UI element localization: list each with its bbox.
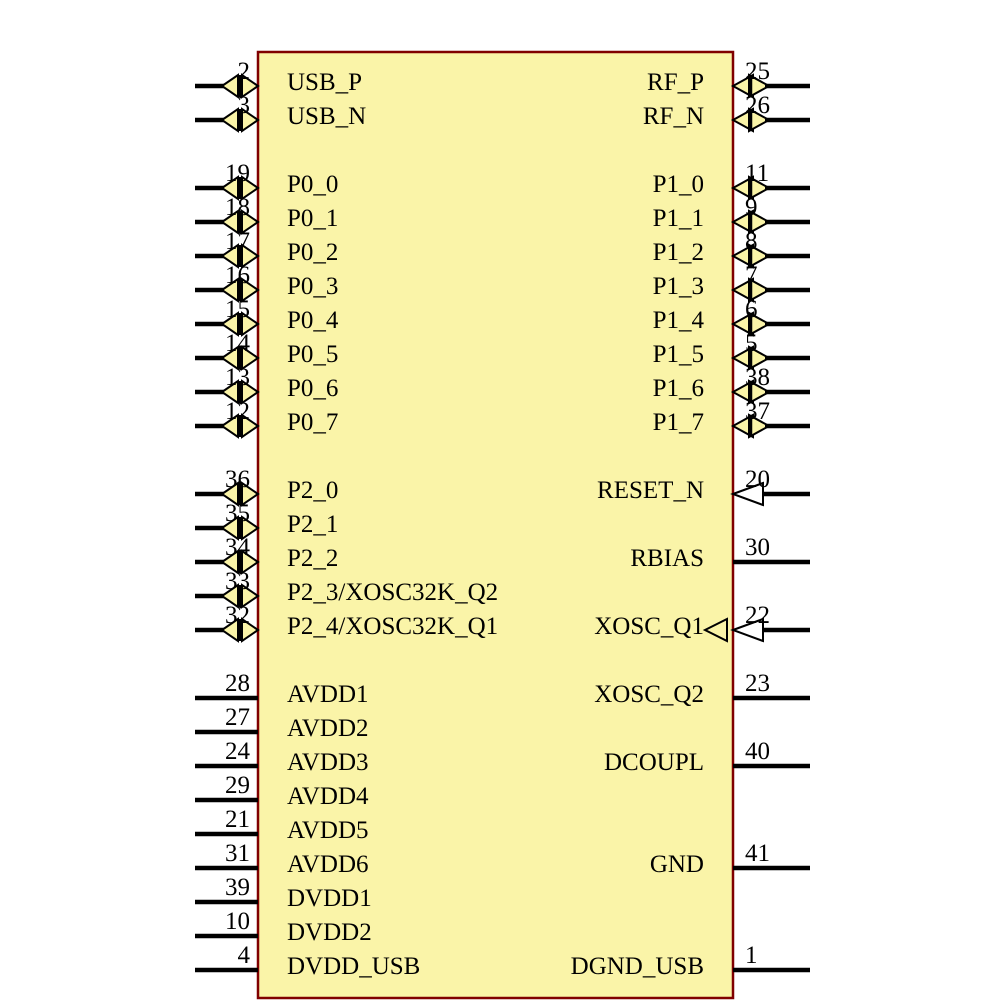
pin-label-p0-2: P0_2 [287,239,339,266]
pin-number-38: 38 [745,364,770,391]
pin-label-p2-0: P2_0 [287,477,339,504]
pin-number-29: 29 [225,772,250,799]
pin-number-10: 10 [225,908,250,935]
pin-number-25: 25 [745,58,770,85]
pin-number-4: 4 [237,942,251,969]
pin-label-p1-4: P1_4 [652,307,704,334]
pin-number-28: 28 [225,670,250,697]
pin-label-avdd4: AVDD4 [287,783,369,810]
pin-number-27: 27 [225,704,250,731]
pin-label-rbias: RBIAS [630,545,704,572]
pin-number-39: 39 [225,874,250,901]
pin-number-15: 15 [225,296,250,323]
pin-number-40: 40 [745,738,770,765]
pin-label-xosc-q2: XOSC_Q2 [594,681,704,708]
pin-label-avdd5: AVDD5 [287,817,369,844]
pin-number-23: 23 [745,670,770,697]
pin-label-reset-n: RESET_N [597,477,704,504]
pin-number-13: 13 [225,364,250,391]
pin-label-p0-1: P0_1 [287,205,339,232]
pin-label-rf-p: RF_P [647,69,704,96]
pin-wires-group [195,73,810,973]
pin-label-p1-0: P1_0 [652,171,704,198]
pin-number-3: 3 [237,92,251,119]
pin-label-p0-0: P0_0 [287,171,339,198]
pin-number-37: 37 [745,398,770,425]
pin-number-1: 1 [745,942,758,969]
pin-label-p2-1: P2_1 [287,511,339,538]
pin-label-dcoupl: DCOUPL [603,749,704,776]
pin-number-19: 19 [225,160,250,187]
pin-label-p1-5: P1_5 [652,341,704,368]
pin-label-p1-6: P1_6 [652,375,704,402]
pin-number-36: 36 [225,466,250,493]
pin-number-6: 6 [745,296,758,323]
ic-body-rect [256,50,735,1000]
pin-number-31: 31 [225,840,250,867]
pin-label-gnd: GND [649,851,704,878]
pin-number-17: 17 [225,228,250,255]
pin-label-p1-1: P1_1 [652,205,704,232]
pin-label-p0-5: P0_5 [287,341,339,368]
pin-label-usb-p: USB_P [287,69,363,96]
pin-label-p2-2: P2_2 [287,545,339,572]
pin-number-24: 24 [225,738,250,765]
pin-number-32: 32 [225,602,250,629]
pin-label-avdd6: AVDD6 [287,851,369,878]
pin-number-9: 9 [745,194,758,221]
pin-label-rf-n: RF_N [642,103,704,130]
pin-label-dgnd-usb: DGND_USB [570,953,704,980]
pin-label-p1-2: P1_2 [652,239,704,266]
pin-label-xosc-q1: XOSC_Q1 [594,613,704,640]
pin-number-30: 30 [745,534,770,561]
pin-label-avdd2: AVDD2 [287,715,369,742]
pin-label-p0-6: P0_6 [287,375,339,402]
pin-label-dvdd1: DVDD1 [287,885,372,912]
pin-number-18: 18 [225,194,250,221]
pin-number-14: 14 [225,330,250,357]
pin-label-avdd1: AVDD1 [287,681,369,708]
pin-label-p1-7: P1_7 [652,409,704,436]
pin-number-22: 22 [745,602,770,629]
pin-number-11: 11 [745,160,770,187]
pin-number-16: 16 [225,262,250,289]
pin-label-p0-7: P0_7 [287,409,339,436]
pin-number-12: 12 [225,398,250,425]
pin-number-35: 35 [225,500,250,527]
pin-number-8: 8 [745,228,758,255]
pin-label-usb-n: USB_N [287,103,367,130]
pin-number-20: 20 [745,466,770,493]
pin-label-dvdd2: DVDD2 [287,919,372,946]
pin-number-41: 41 [745,840,770,867]
pin-label-dvdd-usb: DVDD_USB [287,953,421,980]
pin-label-p2-3-xosc32k-q2: P2_3/XOSC32K_Q2 [287,579,499,606]
pin-label-p1-3: P1_3 [652,273,704,300]
pin-number-34: 34 [225,534,250,561]
pin-label-p0-3: P0_3 [287,273,339,300]
pin-number-7: 7 [745,262,758,289]
pin-label-avdd3: AVDD3 [287,749,369,776]
pin-number-5: 5 [745,330,758,357]
pin-label-p2-4-xosc32k-q1: P2_4/XOSC32K_Q1 [287,613,499,640]
pin-number-2: 2 [237,58,251,85]
pin-number-33: 33 [225,568,250,595]
pin-number-21: 21 [225,806,250,833]
pin-number-26: 26 [745,92,770,119]
pin-label-p0-4: P0_4 [287,307,339,334]
